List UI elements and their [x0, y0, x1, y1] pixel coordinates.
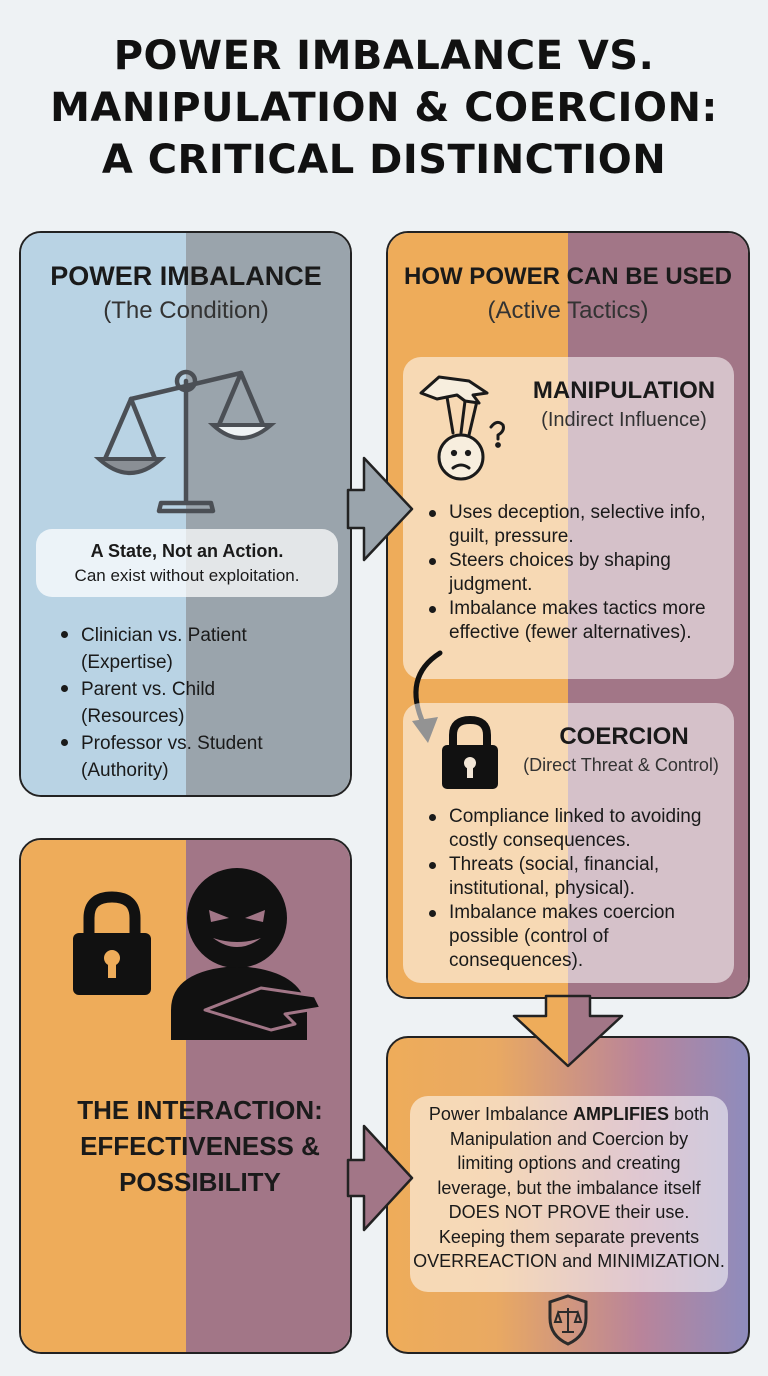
- arrow-down-icon: [512, 994, 624, 1068]
- conclusion-line-4: leverage, but the imbalance itself: [437, 1177, 701, 1198]
- arrow-right-icon: [346, 1124, 414, 1232]
- conclusion-line-7: OVERREACTION and MINIMIZATION.: [413, 1251, 725, 1271]
- bullet-line: Imbalance makes coercion: [449, 902, 675, 923]
- example-line: (Resources): [81, 706, 185, 727]
- conclusion-line-6: Keeping them separate prevents: [438, 1226, 700, 1247]
- coercion-card: COERCION (Direct Threat & Control) Compl…: [403, 703, 734, 983]
- power-imbalance-subheading: (The Condition): [103, 297, 269, 324]
- menacing-figure-icon: [171, 868, 323, 1040]
- conclusion-emphasis: AMPLIFIES: [573, 1104, 670, 1124]
- title-line-1: POWER IMBALANCE VS.: [113, 33, 655, 79]
- bullet-line: Threats (social, financial,: [449, 854, 660, 875]
- balance-scale-icon: [93, 369, 277, 514]
- conclusion-line-3: limiting options and creating: [457, 1153, 681, 1173]
- coercion-bullets: Compliance linked to avoiding costly con…: [421, 805, 701, 973]
- list-item: Professor vs. Student (Authority): [61, 730, 263, 784]
- state-title: A State, Not an Action.: [90, 541, 284, 561]
- coercion-title: COERCION: [559, 723, 689, 750]
- list-item: Clinician vs. Patient (Expertise): [61, 622, 263, 676]
- bullet-line: guilt, pressure.: [449, 526, 574, 547]
- conclusion-line-1: Power Imbalance AMPLIFIES both: [410, 1102, 728, 1127]
- power-imbalance-panel: POWER IMBALANCE (The Condition) A State,…: [19, 231, 352, 797]
- panel-left-tone: [21, 233, 186, 795]
- power-use-heading: HOW POWER CAN BE USED: [403, 263, 732, 290]
- bullet-line: Imbalance makes tactics more: [449, 598, 706, 619]
- conclusion-card: Power Imbalance AMPLIFIES both Manipulat…: [410, 1096, 728, 1292]
- conclusion-text: both: [669, 1104, 710, 1124]
- state-text: Can exist without exploitation.: [74, 566, 300, 585]
- bullet-line: possible (control of: [449, 926, 609, 947]
- example-line: Parent vs. Child: [81, 679, 216, 700]
- coercion-subtitle: (Direct Threat & Control): [523, 755, 719, 775]
- manipulation-subtitle: (Indirect Influence): [541, 409, 707, 431]
- state-not-action-card: A State, Not an Action. Can exist withou…: [36, 529, 338, 597]
- interaction-panel: THE INTERACTION: EFFECTIVENESS & POSSIBI…: [19, 838, 352, 1354]
- example-line: (Authority): [81, 760, 169, 781]
- power-use-panel: HOW POWER CAN BE USED (Active Tactics) M…: [386, 231, 750, 999]
- list-item: Steers choices by shaping judgment.: [429, 549, 706, 597]
- title-line-3: A CRITICAL DISTINCTION: [101, 137, 667, 183]
- bullet-line: Steers choices by shaping: [449, 550, 671, 571]
- puppet-hand-icon: [419, 375, 505, 481]
- power-use-subheading: (Active Tactics): [487, 297, 649, 324]
- arrow-right-icon: [346, 456, 414, 562]
- example-line: (Expertise): [81, 652, 173, 673]
- interaction-line-1: THE INTERACTION:: [77, 1095, 323, 1125]
- bullet-line: Uses deception, selective info,: [449, 502, 706, 523]
- page-title: POWER IMBALANCE VS. MANIPULATION & COERC…: [0, 30, 768, 186]
- padlock-icon: [73, 891, 151, 995]
- padlock-icon: [442, 715, 498, 789]
- bullet-line: effective (fewer alternatives).: [449, 622, 692, 643]
- conclusion-text: Power Imbalance: [428, 1104, 573, 1124]
- panel-left-tone: [21, 840, 186, 1352]
- power-imbalance-heading: POWER IMBALANCE: [50, 261, 322, 291]
- manipulation-card: MANIPULATION (Indirect Influence) Uses d…: [403, 357, 734, 679]
- panel-right-tone: [185, 233, 350, 795]
- interaction-line-3: POSSIBILITY: [119, 1167, 281, 1197]
- conclusion-panel: Power Imbalance AMPLIFIES both Manipulat…: [386, 1036, 750, 1354]
- bullet-line: costly consequences.: [449, 830, 631, 851]
- bullet-line: institutional, physical).: [449, 878, 635, 899]
- bullet-line: Compliance linked to avoiding: [449, 806, 702, 827]
- conclusion-line-5: DOES NOT PROVE their use.: [448, 1202, 690, 1222]
- example-line: Professor vs. Student: [81, 733, 263, 754]
- manipulation-bullets: Uses deception, selective info, guilt, p…: [421, 501, 706, 645]
- title-line-2: MANIPULATION & COERCION:: [50, 85, 718, 131]
- justice-shield-icon: [548, 1294, 588, 1346]
- list-item: Uses deception, selective info, guilt, p…: [429, 501, 706, 549]
- list-item: Compliance linked to avoiding costly con…: [428, 805, 702, 853]
- bullet-line: consequences).: [449, 950, 584, 971]
- bullet-line: judgment.: [449, 574, 533, 595]
- example-line: Clinician vs. Patient: [81, 625, 247, 646]
- conclusion-line-2: Manipulation and Coercion by: [449, 1128, 689, 1149]
- list-item: Threats (social, financial, institutiona…: [428, 853, 701, 901]
- list-item: Imbalance makes coercion possible (contr…: [428, 901, 701, 973]
- interaction-heading: THE INTERACTION: EFFECTIVENESS & POSSIBI…: [51, 1092, 350, 1200]
- list-item: Parent vs. Child (Resources): [61, 676, 263, 730]
- power-examples-list: Clinician vs. Patient (Expertise) Parent…: [53, 622, 263, 784]
- list-item: Imbalance makes tactics more effective (…: [429, 597, 706, 645]
- interaction-line-2: EFFECTIVENESS &: [80, 1131, 320, 1161]
- manipulation-title: MANIPULATION: [532, 377, 716, 404]
